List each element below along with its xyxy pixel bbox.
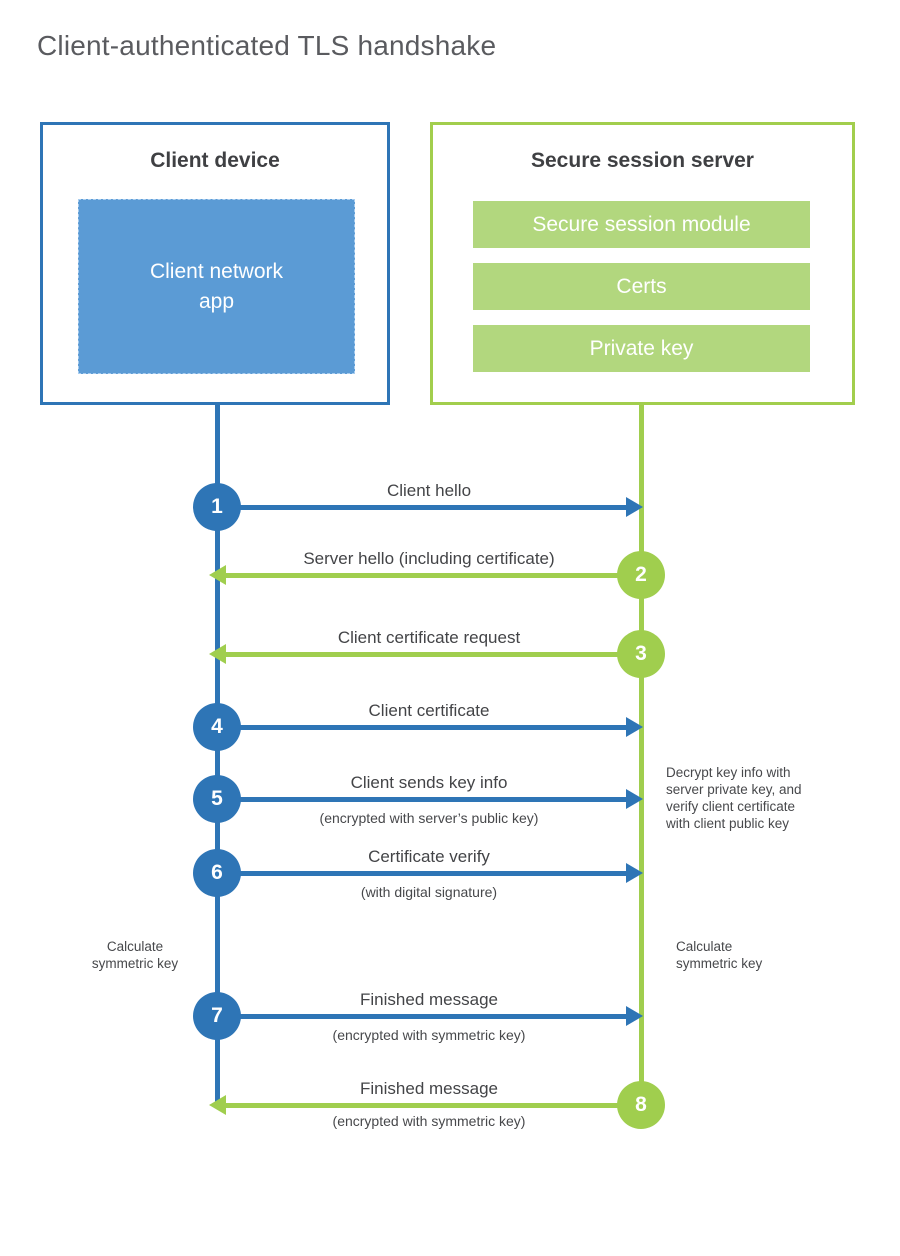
note-calc-right-line1: Calculate bbox=[676, 939, 733, 954]
client-network-app-box: Client network app bbox=[78, 199, 355, 374]
client-app-label-line2: app bbox=[198, 289, 235, 313]
server-module-secure-session: Secure session module bbox=[473, 201, 810, 248]
message-sub-finished-client: (encrypted with symmetric key) bbox=[332, 1027, 526, 1043]
note-calculate-symmetric-key-server: Calculate symmetric key bbox=[676, 938, 762, 972]
page-title: Client-authenticated TLS handshake bbox=[37, 30, 497, 61]
arrow-line-step4 bbox=[217, 725, 628, 730]
arrow-head-step4 bbox=[626, 717, 643, 737]
note-decrypt-line1: Decrypt key info with bbox=[666, 765, 791, 780]
message-label-cert-request: Client certificate request bbox=[337, 628, 521, 647]
arrow-head-step1 bbox=[626, 497, 643, 517]
note-calc-left-line1: Calculate bbox=[106, 939, 164, 954]
step-circle-4: 4 bbox=[193, 703, 241, 751]
arrow-head-step6 bbox=[626, 863, 643, 883]
client-lifeline bbox=[215, 405, 220, 1108]
note-decrypt-line3: verify client certificate bbox=[666, 799, 796, 814]
arrow-line-step5 bbox=[217, 797, 628, 802]
step-circle-1: 1 bbox=[193, 483, 241, 531]
step-circle-2: 2 bbox=[617, 551, 665, 599]
message-label-finished-client: Finished message bbox=[360, 990, 498, 1009]
note-calculate-symmetric-key-client: Calculate symmetric key bbox=[80, 938, 190, 972]
arrow-line-step1 bbox=[217, 505, 628, 510]
arrow-line-step2 bbox=[224, 573, 641, 578]
client-device-box: Client device Client network app bbox=[40, 122, 390, 405]
message-label-client-hello: Client hello bbox=[386, 481, 472, 500]
arrow-head-step5 bbox=[626, 789, 643, 809]
secure-session-server-box: Secure session server Secure session mod… bbox=[430, 122, 855, 405]
server-module-private-key: Private key bbox=[473, 325, 810, 372]
note-decrypt-key-info: Decrypt key info with server private key… bbox=[666, 764, 802, 832]
step-circle-3: 3 bbox=[617, 630, 665, 678]
message-label-key-info: Client sends key info bbox=[350, 773, 508, 792]
message-label-client-certificate: Client certificate bbox=[368, 701, 490, 720]
client-device-title: Client device bbox=[150, 149, 280, 172]
arrow-line-step6 bbox=[217, 871, 628, 876]
step-circle-7: 7 bbox=[193, 992, 241, 1040]
message-label-finished-server: Finished message bbox=[360, 1079, 498, 1098]
arrow-head-step2 bbox=[209, 565, 226, 585]
message-sub-finished-server: (encrypted with symmetric key) bbox=[332, 1113, 526, 1129]
arrow-head-step7 bbox=[626, 1006, 643, 1026]
note-decrypt-line2: server private key, and bbox=[666, 782, 802, 797]
step-circle-8: 8 bbox=[617, 1081, 665, 1129]
step-circle-6: 6 bbox=[193, 849, 241, 897]
message-label-server-hello: Server hello (including certificate) bbox=[303, 549, 555, 568]
server-title: Secure session server bbox=[531, 149, 754, 172]
server-lifeline bbox=[639, 405, 644, 1108]
client-app-label-line1: Client network bbox=[149, 259, 284, 283]
message-sub-cert-verify: (with digital signature) bbox=[360, 884, 498, 900]
arrow-line-step8 bbox=[224, 1103, 641, 1108]
arrow-head-step8 bbox=[209, 1095, 226, 1115]
message-label-cert-verify: Certificate verify bbox=[368, 847, 490, 866]
note-calc-left-line2: symmetric key bbox=[91, 956, 179, 971]
message-sub-key-info: (encrypted with server’s public key) bbox=[319, 810, 539, 826]
server-module-certs: Certs bbox=[473, 263, 810, 310]
arrow-line-step3 bbox=[224, 652, 641, 657]
note-decrypt-line4: with client public key bbox=[666, 816, 790, 831]
arrow-line-step7 bbox=[217, 1014, 628, 1019]
note-calc-right-line2: symmetric key bbox=[676, 956, 763, 971]
arrow-head-step3 bbox=[209, 644, 226, 664]
step-circle-5: 5 bbox=[193, 775, 241, 823]
